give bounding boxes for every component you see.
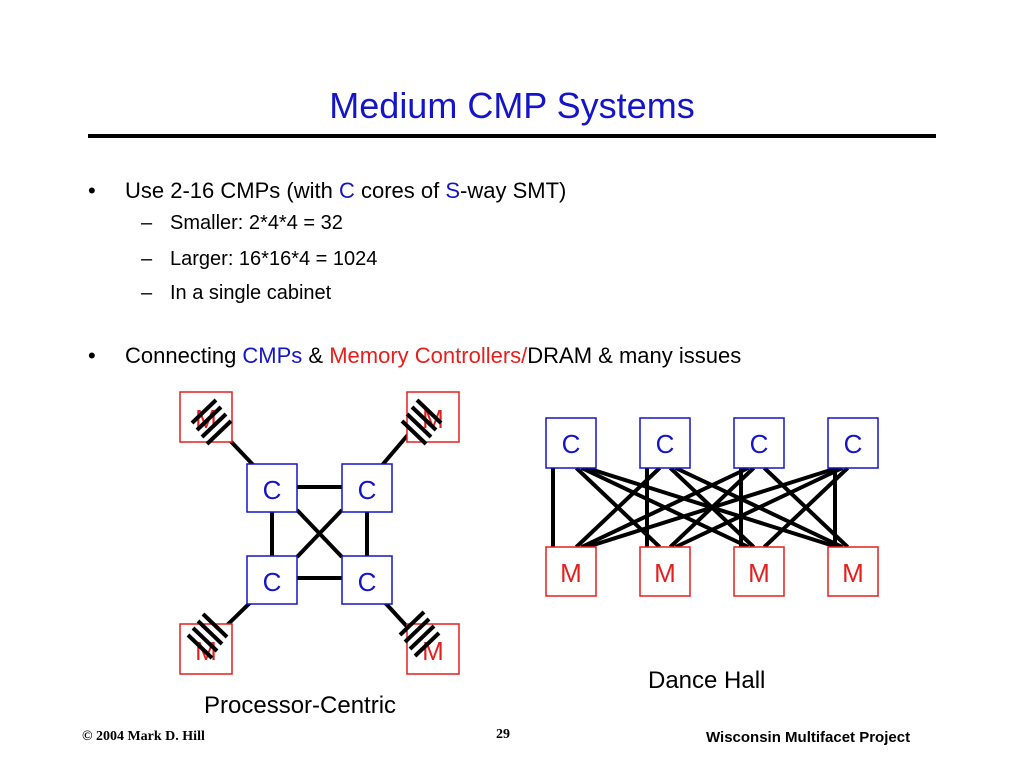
multi-wire-hash — [398, 610, 441, 658]
core-box — [341, 463, 393, 513]
slide-title: Medium CMP Systems — [329, 85, 695, 126]
core-label: C — [562, 429, 581, 459]
footer-copyright: © 2004 Mark D. Hill — [82, 729, 205, 744]
bullet2-suffix: DRAM & many issues — [527, 343, 742, 368]
processor-centric-diagram: M M M M C C C C — [179, 391, 460, 675]
core-label: C — [358, 475, 377, 505]
core-label: C — [844, 429, 863, 459]
bullet1-s: S — [445, 178, 461, 203]
multi-wire-hash — [400, 398, 443, 446]
bullet2-prefix: Connecting — [125, 343, 243, 368]
title-divider — [88, 134, 936, 138]
link-line — [295, 508, 344, 559]
page-number: 29 — [496, 727, 510, 742]
bullet-use-cmps: • Use 2-16 CMPs (with C cores of S-way SM… — [88, 176, 566, 206]
sub-bullet-larger: –Larger: 16*16*4 = 1024 — [141, 248, 378, 270]
bullet2-cmps: CMPs — [242, 343, 303, 368]
memory-label: M — [842, 558, 864, 588]
sub-bullet-smaller: –Smaller: 2*4*4 = 32 — [141, 212, 343, 234]
memory-label: M — [560, 558, 582, 588]
bullet-dot: • — [88, 343, 96, 368]
bullet-connecting: • Connecting CMPs & Memory Controllers/DR… — [88, 341, 741, 371]
core-box — [639, 417, 691, 469]
crossbar-link — [674, 466, 844, 549]
multi-wire-hash — [190, 398, 233, 446]
core-label: C — [656, 429, 675, 459]
core-box — [827, 417, 879, 469]
core-label: C — [263, 567, 282, 597]
core-box — [341, 555, 393, 605]
core-label: C — [263, 475, 282, 505]
memory-box — [639, 546, 691, 597]
dance-hall-label: Dance Hall — [648, 667, 766, 694]
multi-wire-hash — [186, 612, 229, 660]
core-label: C — [750, 429, 769, 459]
sub-bullet-cabinet: –In a single cabinet — [141, 282, 332, 304]
bullet1-mid: cores of — [354, 178, 446, 203]
core-box — [246, 463, 298, 513]
dance-hall-diagram: C C C C M M M M — [545, 417, 879, 597]
crossbar-links — [551, 466, 850, 549]
core-label: C — [358, 567, 377, 597]
bullet2-mem: Memory Controllers/ — [329, 343, 528, 368]
memory-box — [545, 546, 597, 597]
memory-label: M — [654, 558, 676, 588]
bullet1-suffix: -way SMT) — [460, 178, 567, 203]
bullet2-amp: & — [302, 343, 330, 368]
core-box — [733, 417, 785, 469]
bullet1-prefix: Use 2-16 CMPs (with — [125, 178, 339, 203]
memory-box — [827, 546, 879, 597]
core-box — [246, 555, 298, 605]
bullet1-c: C — [338, 178, 355, 203]
crossbar-link — [580, 466, 750, 549]
crossbar-link — [586, 466, 838, 549]
core-box — [545, 417, 597, 469]
memory-label: M — [748, 558, 770, 588]
processor-centric-label: Processor-Centric — [204, 692, 397, 719]
footer-project: Wisconsin Multifacet Project — [706, 729, 911, 746]
bullet-dot: • — [88, 178, 96, 203]
memory-box — [733, 546, 785, 597]
